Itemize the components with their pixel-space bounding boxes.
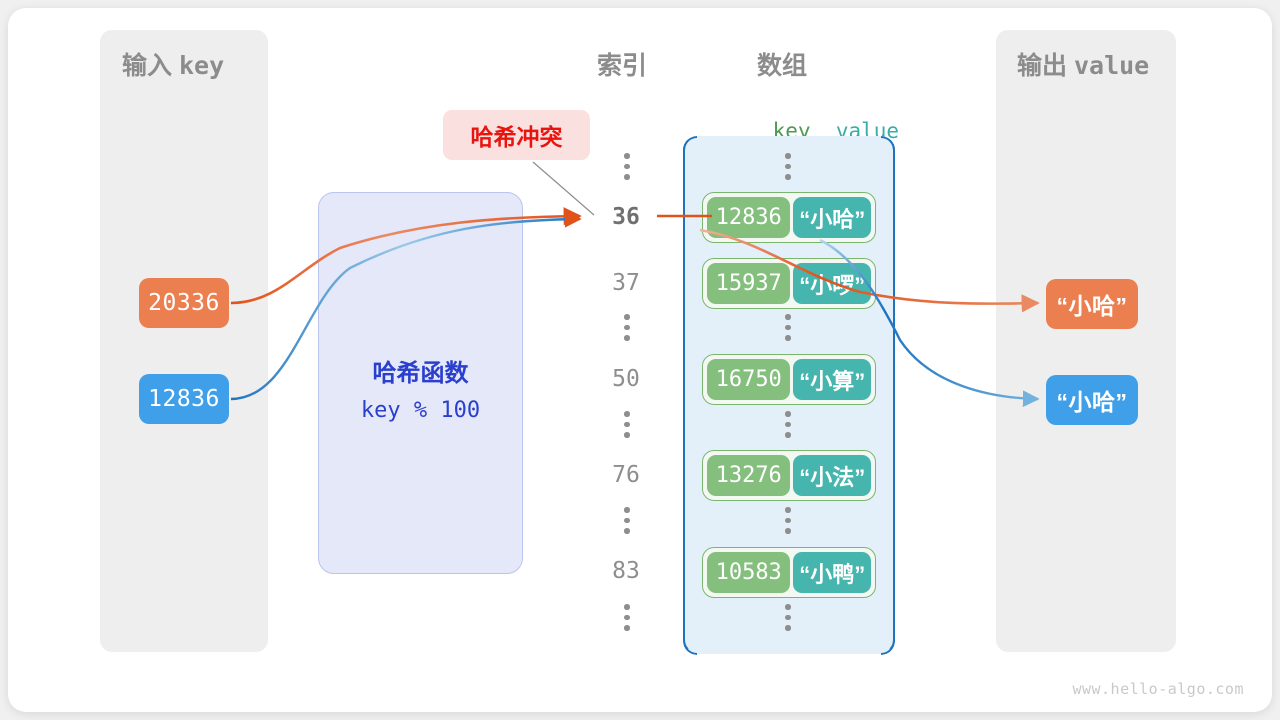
array-ellipsis-1 — [779, 314, 797, 341]
array-entry-value: “小啰” — [793, 263, 871, 304]
output-panel — [996, 30, 1176, 652]
index-label-36: 36 — [612, 204, 640, 230]
index-ellipsis-bottom — [618, 604, 636, 631]
input-panel-title-mono: key — [178, 51, 225, 80]
array-entry-key: 15937 — [707, 263, 791, 304]
index-label-37: 37 — [612, 270, 640, 296]
array-entry-76[interactable]: 13276 “小法” — [702, 450, 876, 501]
output-panel-title-cjk: 输出 — [1017, 52, 1068, 80]
output-value-blue[interactable]: “小哈” — [1046, 375, 1138, 425]
input-panel-title-cjk: 输入 — [122, 52, 173, 80]
index-column-header: 索引 — [597, 52, 648, 80]
array-ellipsis-bottom — [779, 604, 797, 631]
index-ellipsis-2 — [618, 411, 636, 438]
array-ellipsis-3 — [779, 507, 797, 534]
index-ellipsis-3 — [618, 507, 636, 534]
array-entry-key: 16750 — [707, 359, 791, 400]
input-key-12836[interactable]: 12836 — [139, 374, 229, 424]
array-entry-key: 13276 — [707, 455, 791, 496]
array-entry-37[interactable]: 15937 “小啰” — [702, 258, 876, 309]
hash-collision-badge: 哈希冲突 — [443, 110, 590, 160]
hash-function-box: 哈希函数 key % 100 — [318, 192, 523, 574]
array-entry-value: “小哈” — [793, 197, 871, 238]
index-label-83: 83 — [612, 558, 640, 584]
output-panel-title-mono: value — [1073, 51, 1150, 80]
array-entry-key: 12836 — [707, 197, 791, 238]
index-ellipsis-1 — [618, 314, 636, 341]
output-panel-title: 输出 value — [1017, 46, 1149, 82]
array-entry-50[interactable]: 16750 “小算” — [702, 354, 876, 405]
array-ellipsis-top — [779, 153, 797, 180]
array-panel-header: 数组 — [757, 52, 808, 80]
hash-function-title: 哈希函数 — [372, 360, 469, 387]
index-ellipsis-top — [618, 153, 636, 180]
array-entry-36[interactable]: 12836 “小哈” — [702, 192, 876, 243]
input-key-20336[interactable]: 20336 — [139, 278, 229, 328]
array-ellipsis-2 — [779, 411, 797, 438]
array-entry-value: “小算” — [793, 359, 871, 400]
input-panel — [100, 30, 268, 652]
watermark: www.hello-algo.com — [1072, 680, 1244, 698]
input-panel-title: 输入 key — [122, 46, 224, 82]
output-value-orange[interactable]: “小哈” — [1046, 279, 1138, 329]
hash-function-expression: key % 100 — [360, 398, 481, 423]
array-entry-key: 10583 — [707, 552, 791, 593]
array-entry-83[interactable]: 10583 “小鸭” — [702, 547, 876, 598]
index-label-50: 50 — [612, 366, 640, 392]
array-entry-value: “小法” — [793, 455, 871, 496]
index-label-76: 76 — [612, 462, 640, 488]
array-entry-value: “小鸭” — [793, 552, 871, 593]
